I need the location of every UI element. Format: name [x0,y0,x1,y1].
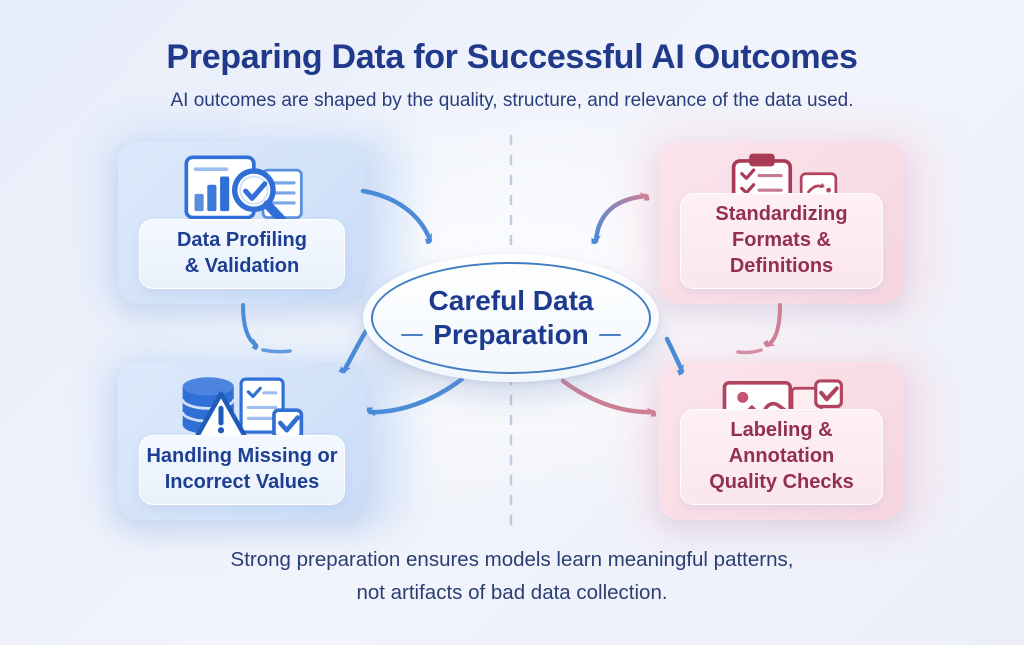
label-pill: Data Profiling & Validation [139,219,345,289]
node-label-line1: Labeling & Annotation [728,419,835,467]
node-labeling: Labeling & Annotation Quality Checks [659,362,904,520]
node-label-line1: Data Profiling [176,229,307,251]
decorative-dash-left [401,333,424,337]
page-subtitle: AI outcomes are shaped by the quality, s… [170,90,854,111]
node-label-line2: Formats & Definitions [729,229,834,277]
node-label-line2: Incorrect Values [164,471,320,493]
decorative-dash-right [598,333,621,337]
label-pill: Handling Missing or Incorrect Values [139,435,345,505]
footer-line2: not artifacts of bad data collection. [356,580,668,604]
center-label-line1: Careful Data [428,285,594,317]
node-label-line2: & Validation [184,255,300,277]
node-label-line2: Quality Checks [709,471,854,493]
label-pill: Labeling & Annotation Quality Checks [680,409,883,505]
node-label-line1: Standardizing [715,203,848,225]
node-label-line1: Handling Missing or [146,445,338,467]
footer-line1: Strong preparation ensures models learn … [230,548,794,571]
database-warning-checklist-icon [118,370,366,454]
label-pill: Standardizing Formats & Definitions [680,193,883,289]
page-title: Preparing Data for Successful AI Outcome… [166,38,858,76]
center-label-line2: Preparation [433,319,589,350]
node-handling-missing: Handling Missing or Incorrect Values [118,362,366,520]
node-standardizing: Standardizing Formats & Definitions [659,142,904,304]
center-node-careful-data-preparation: Careful Data Preparation [363,254,659,382]
bar-chart-magnifier-check-icon [118,150,366,234]
node-data-profiling: Data Profiling & Validation [118,142,366,304]
footer-text: Strong preparation ensures models learn … [0,544,1024,610]
arrow-center-standardizing-bidirectional [596,196,646,241]
